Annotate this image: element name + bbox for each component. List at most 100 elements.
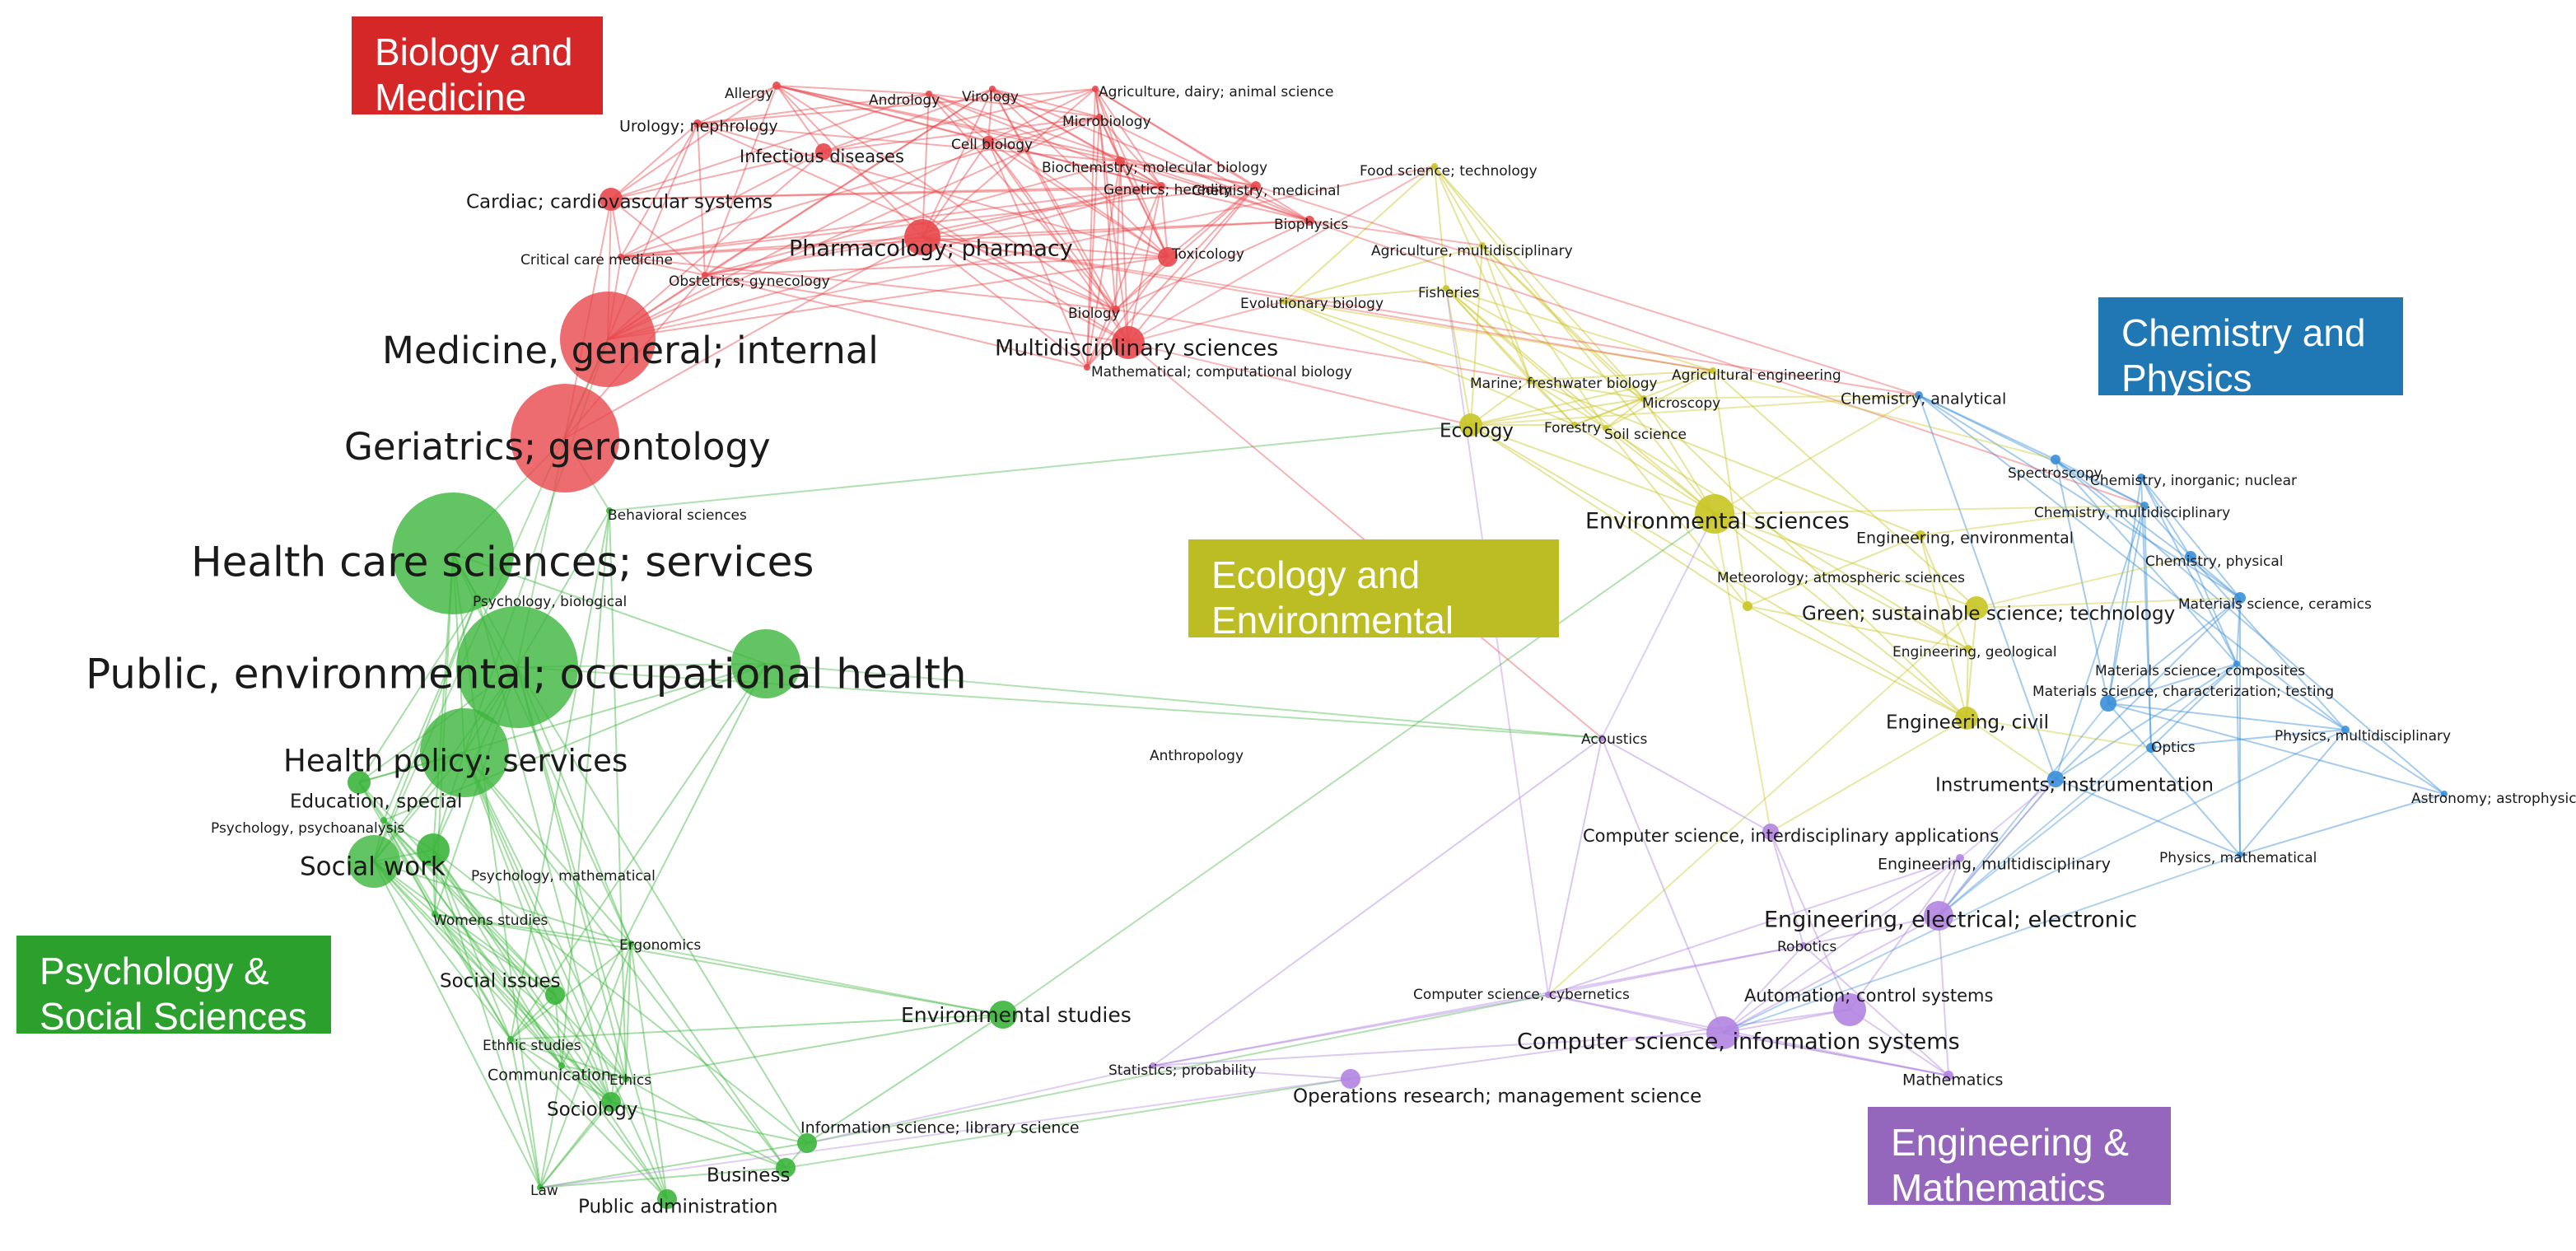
network-edge [1803,945,1949,1076]
label-ecology: Ecology [1440,421,1514,442]
network-edge [2055,778,2241,856]
network-edge [2150,729,2346,749]
network-edge [1482,245,1645,399]
network-edge [922,236,1920,396]
network-edge [1938,778,2056,917]
network-edge [554,994,612,1103]
label-microscopy: Microscopy [1642,395,1720,412]
label-pharmacology-pharmacy: Pharmacology; pharmacy [789,236,1073,262]
network-edge [806,1065,1154,1144]
network-edge [987,141,1117,310]
network-edge [922,185,1162,238]
network-nodes [348,82,2448,1209]
node-automation-control-systems [1833,993,1866,1026]
network-edge [1770,717,1967,833]
network-edge [2107,703,2241,856]
network-edge [510,1039,668,1200]
node-multidisciplinary-sciences [1112,326,1145,359]
network-edge [2055,459,2238,665]
network-edge [928,93,989,142]
node-sociology [601,1092,621,1112]
node-business [776,1158,796,1178]
network-edge [1086,309,1117,368]
node-psychology-mathematical [417,833,450,866]
node-obstetrics-gynecology [702,272,708,278]
network-edge [1722,857,1961,1034]
network-edge [1938,663,2238,917]
network-edge [610,185,1257,200]
network-edge [922,236,1117,310]
network-edge [2107,663,2238,704]
network-edge [992,88,1121,162]
network-edge [922,88,993,238]
node-engineering-multidisciplinary [1956,854,1964,862]
node-spectroscopy [2051,455,2060,464]
label-engineering-multidisciplinary: Engineering, multidisciplinary [1878,856,2111,874]
network-edge [1094,88,1100,118]
label-genetics-heredity: Genetics; heredity [1104,182,1232,198]
label-chemistry-analytical: Chemistry, analytical [1841,390,2006,408]
network-edge [610,943,632,1103]
label-law: Law [530,1183,558,1199]
network-edge [1976,556,2191,609]
network-edge [1434,166,1715,515]
network-edge [697,123,1169,258]
network-edge [1712,370,1977,609]
node-andrology [926,91,932,97]
label-physics-multidisciplinary: Physics, multidisciplinary [2275,728,2451,745]
network-edge [1284,287,1447,302]
network-edge [823,116,1100,152]
network-edge [1529,380,1607,429]
network-edge [1918,394,2241,599]
label-engineering-environmental: Engineering, environmental [1856,530,2074,548]
network-edge [1605,427,1715,515]
network-edge [1849,857,1961,1011]
network-edge [1529,380,1921,536]
network-edge [987,141,1169,258]
label-health-policy-services: Health policy; services [283,744,628,779]
network-edge [620,185,1257,258]
network-edge [704,274,1088,368]
network-edge [1099,116,1117,310]
network-edge [922,236,1169,258]
network-edge [1445,287,1715,515]
label-geriatrics-gerontology: Geriatrics; gerontology [344,425,771,469]
network-edge [2236,597,2241,665]
network-edge [1115,220,1310,310]
network-edge [1152,1032,1724,1067]
network-edge [1482,245,1967,719]
network-edge [1099,116,1162,187]
network-edge [823,88,1096,152]
network-edge [1160,185,1169,258]
network-edge [610,198,706,276]
network-edge [1747,605,1969,650]
network-edge [434,913,632,945]
network-edge [1434,166,1645,399]
network-edge [1547,945,1804,996]
node-medicine-general-internal [560,292,656,387]
network-edge [704,88,993,276]
label-ethics: Ethics [609,1072,651,1089]
network-edge [1086,88,1096,368]
label-psychology-mathematical: Psychology, mathematical [471,868,656,885]
network-edge [510,1039,541,1188]
label-health-care-sciences-services: Health care sciences; services [191,539,814,586]
network-edge [1714,513,1771,833]
node-chemistry-analytical [1915,391,1923,399]
node-robotics [1800,942,1807,949]
node-engineering-electrical-electronic [1924,901,1953,931]
legend-biology-medicine: Biology and Medicine [352,16,603,119]
network-edge [2055,459,2241,599]
network-edge [1094,88,1121,162]
network-edge [697,123,706,276]
label-cell-biology: Cell biology [951,137,1033,153]
label-medicine-general-internal: Medicine, general; internal [382,329,879,372]
network-edge [630,943,668,1200]
label-womens-studies: Womens studies [433,913,548,929]
network-edge [1094,88,1129,343]
node-evolutionary-biology [1281,298,1288,305]
network-edge [625,1078,786,1169]
network-edge [2055,459,2109,704]
node-astronomy-astrophysics [2441,791,2448,797]
